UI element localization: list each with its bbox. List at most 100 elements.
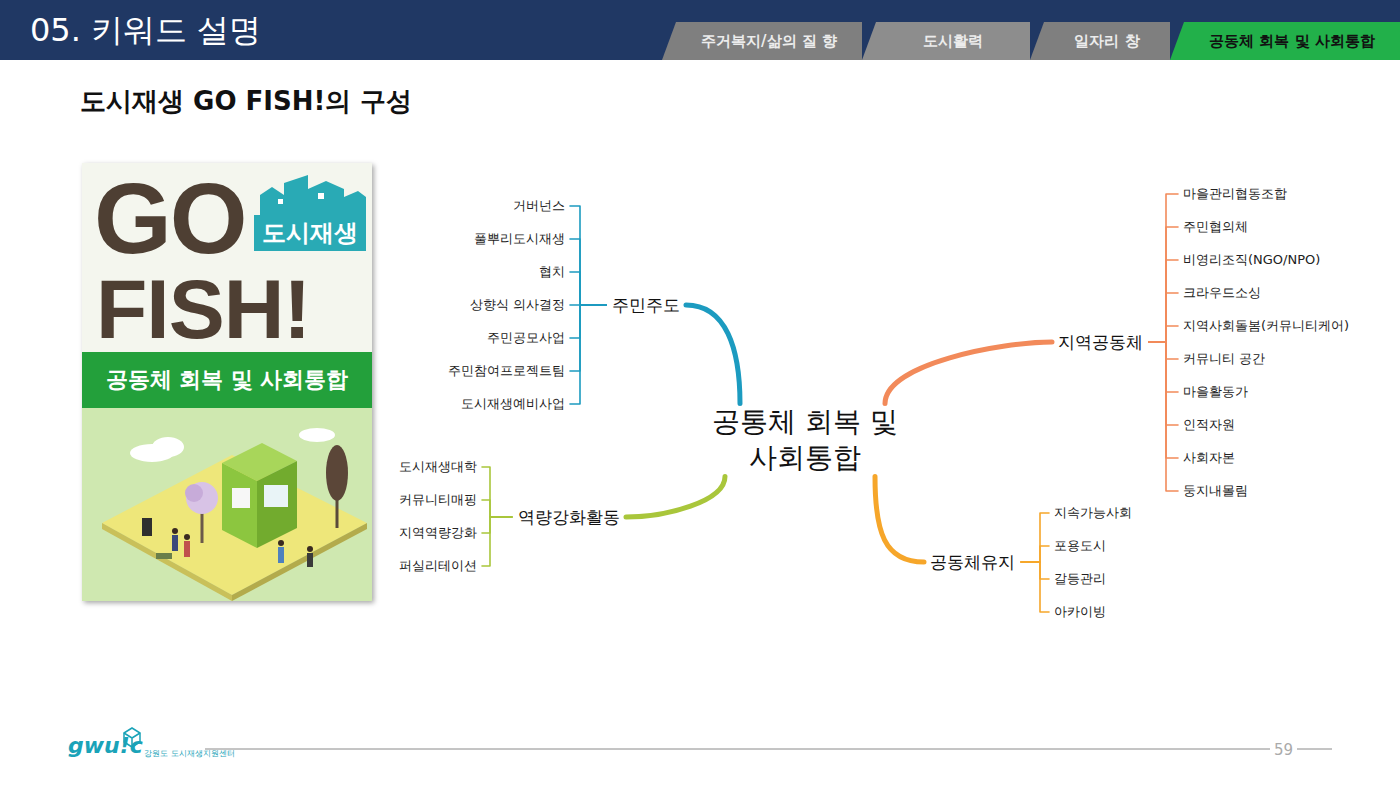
bracket-line xyxy=(482,467,512,517)
topic-label: 공통체 회복 및 사회통합 xyxy=(705,404,905,477)
leaf-topic: 지역사회돌봄(커뮤니티케어) xyxy=(1178,316,1354,336)
leaf-topic: 비영리조직(NGO/NPO) xyxy=(1178,250,1325,270)
central-topic: 공통체 회복 및 사회통합 xyxy=(705,404,905,477)
book-cover: GOFISH!도시재생공동체 회복 및 사회통합 xyxy=(82,163,372,601)
bracket-line xyxy=(1149,293,1178,342)
header-band: 05. 키워드 설명주거복지/삶의 질 향도시활력일자리 창공동체 회복 및 사… xyxy=(0,0,1400,60)
leaf-label: 상향식 의사결정 xyxy=(470,296,565,314)
bracket-line xyxy=(570,305,606,404)
leaf-topic: 협치 xyxy=(534,262,570,282)
leaf-label: 지역사회돌봄(커뮤니티케어) xyxy=(1183,317,1349,335)
branch-label: 역량강화활동 xyxy=(518,506,620,529)
leaf-topic: 주민참여프로젝트팀 xyxy=(443,361,570,381)
slide-title: 도시재생 GO FISH!의 구성 xyxy=(80,84,412,119)
leaf-label: 도시재생예비사업 xyxy=(461,395,565,413)
bracket-line xyxy=(570,272,606,305)
bracket-line xyxy=(570,305,606,338)
leaf-label: 풀뿌리도시재생 xyxy=(474,230,565,248)
leaf-label: 비영리조직(NGO/NPO) xyxy=(1183,251,1320,269)
bracket-line xyxy=(1149,342,1178,359)
leaf-topic: 지속가능사회 xyxy=(1049,503,1137,523)
band-label: 공동체 회복 및 사회통합 xyxy=(106,365,349,395)
leaf-label: 지역역량강화 xyxy=(399,524,477,542)
bracket-line xyxy=(1021,546,1049,562)
nav-tab: 도시활력 xyxy=(862,22,1030,60)
logo-caption: 강원도 도시재생지원센터 xyxy=(144,748,235,759)
leaf-label: 거버넌스 xyxy=(513,197,565,215)
leaf-label: 주민협의체 xyxy=(1183,218,1248,236)
leaf-topic: 둥지내몰림 xyxy=(1178,481,1253,501)
badge-label: 도시재생 xyxy=(262,217,358,249)
tab-label: 도시활력 xyxy=(923,32,983,51)
leaf-topic: 주민공모사업 xyxy=(482,328,570,348)
bracket-line xyxy=(1149,342,1178,458)
leaf-topic: 인적자원 xyxy=(1178,415,1240,435)
branch-curve xyxy=(686,305,740,404)
cover-band: 공동체 회복 및 사회통합 xyxy=(82,352,372,408)
branch-topic: 주민주도 xyxy=(606,292,686,319)
bracket-line xyxy=(1149,342,1178,491)
tab-label: 일자리 창 xyxy=(1074,32,1139,51)
leaf-label: 커뮤니티 공간 xyxy=(1183,350,1265,368)
leaf-topic: 퍼실리테이션 xyxy=(394,556,482,576)
leaf-topic: 커뮤니티매핑 xyxy=(394,490,482,510)
leaf-label: 지속가능사회 xyxy=(1054,504,1132,522)
branch-curve xyxy=(875,476,924,562)
leaf-topic: 포용도시 xyxy=(1049,536,1111,556)
footer-rule xyxy=(205,749,1332,750)
branch-label: 주민주도 xyxy=(612,294,680,317)
leaf-label: 아카이빙 xyxy=(1054,603,1106,621)
leaf-topic: 커뮤니티 공간 xyxy=(1178,349,1270,369)
leaf-topic: 풀뿌리도시재생 xyxy=(469,229,570,249)
leaf-label: 도시재생대학 xyxy=(399,458,477,476)
leaf-label: 사회자본 xyxy=(1183,449,1235,467)
house-badge: 도시재생 xyxy=(254,215,366,251)
branch-curve xyxy=(885,342,1052,404)
bracket-line xyxy=(1021,562,1049,612)
leaf-label: 주민공모사업 xyxy=(487,329,565,347)
bracket-line xyxy=(1149,342,1178,392)
leaf-label: 크라우드소싱 xyxy=(1183,284,1261,302)
leaf-label: 협치 xyxy=(539,263,565,281)
leaf-label: 커뮤니티매핑 xyxy=(399,491,477,509)
leaf-topic: 거버넌스 xyxy=(508,196,570,216)
bracket-line xyxy=(1149,326,1178,342)
bracket-line xyxy=(1149,260,1178,342)
leaf-topic: 갈등관리 xyxy=(1049,569,1111,589)
leaf-label: 퍼실리테이션 xyxy=(399,557,477,575)
branch-topic: 역량강화활동 xyxy=(512,504,626,531)
leaf-label: 포용도시 xyxy=(1054,537,1106,555)
branch-topic: 지역공동체 xyxy=(1052,329,1149,356)
leaf-topic: 크라우드소싱 xyxy=(1178,283,1266,303)
bracket-line xyxy=(482,500,512,517)
active-tab: 공동체 회복 및 사회통합 xyxy=(1170,22,1400,60)
bracket-line xyxy=(1021,513,1049,562)
bracket-line xyxy=(1149,194,1178,342)
leaf-topic: 마을활동가 xyxy=(1178,382,1253,402)
branch-topic: 공동체유지 xyxy=(924,549,1021,576)
bracket-line xyxy=(570,206,606,305)
leaf-label: 마을관리협동조합 xyxy=(1183,185,1287,203)
leaf-label: 갈등관리 xyxy=(1054,570,1106,588)
leaf-label: 마을활동가 xyxy=(1183,383,1248,401)
branch-curve xyxy=(626,476,725,517)
leaf-topic: 아카이빙 xyxy=(1049,602,1111,622)
branch-label: 지역공동체 xyxy=(1058,331,1143,354)
leaf-topic: 지역역량강화 xyxy=(394,523,482,543)
bracket-line xyxy=(482,517,512,533)
leaf-topic: 사회자본 xyxy=(1178,448,1240,468)
bracket-line xyxy=(570,305,606,371)
nav-tab: 일자리 창 xyxy=(1030,22,1170,60)
leaf-label: 주민참여프로젝트팀 xyxy=(448,362,565,380)
page-number: 59 xyxy=(1270,741,1297,759)
tab-label: 주거복지/삶의 질 향 xyxy=(701,32,837,51)
bracket-line xyxy=(1149,227,1178,342)
bracket-line xyxy=(1149,342,1178,425)
leaf-topic: 도시재생예비사업 xyxy=(456,394,570,414)
tab-label: 공동체 회복 및 사회통합 xyxy=(1209,32,1375,51)
branch-label: 공동체유지 xyxy=(930,551,1015,574)
bracket-line xyxy=(570,239,606,305)
leaf-label: 둥지내몰림 xyxy=(1183,482,1248,500)
